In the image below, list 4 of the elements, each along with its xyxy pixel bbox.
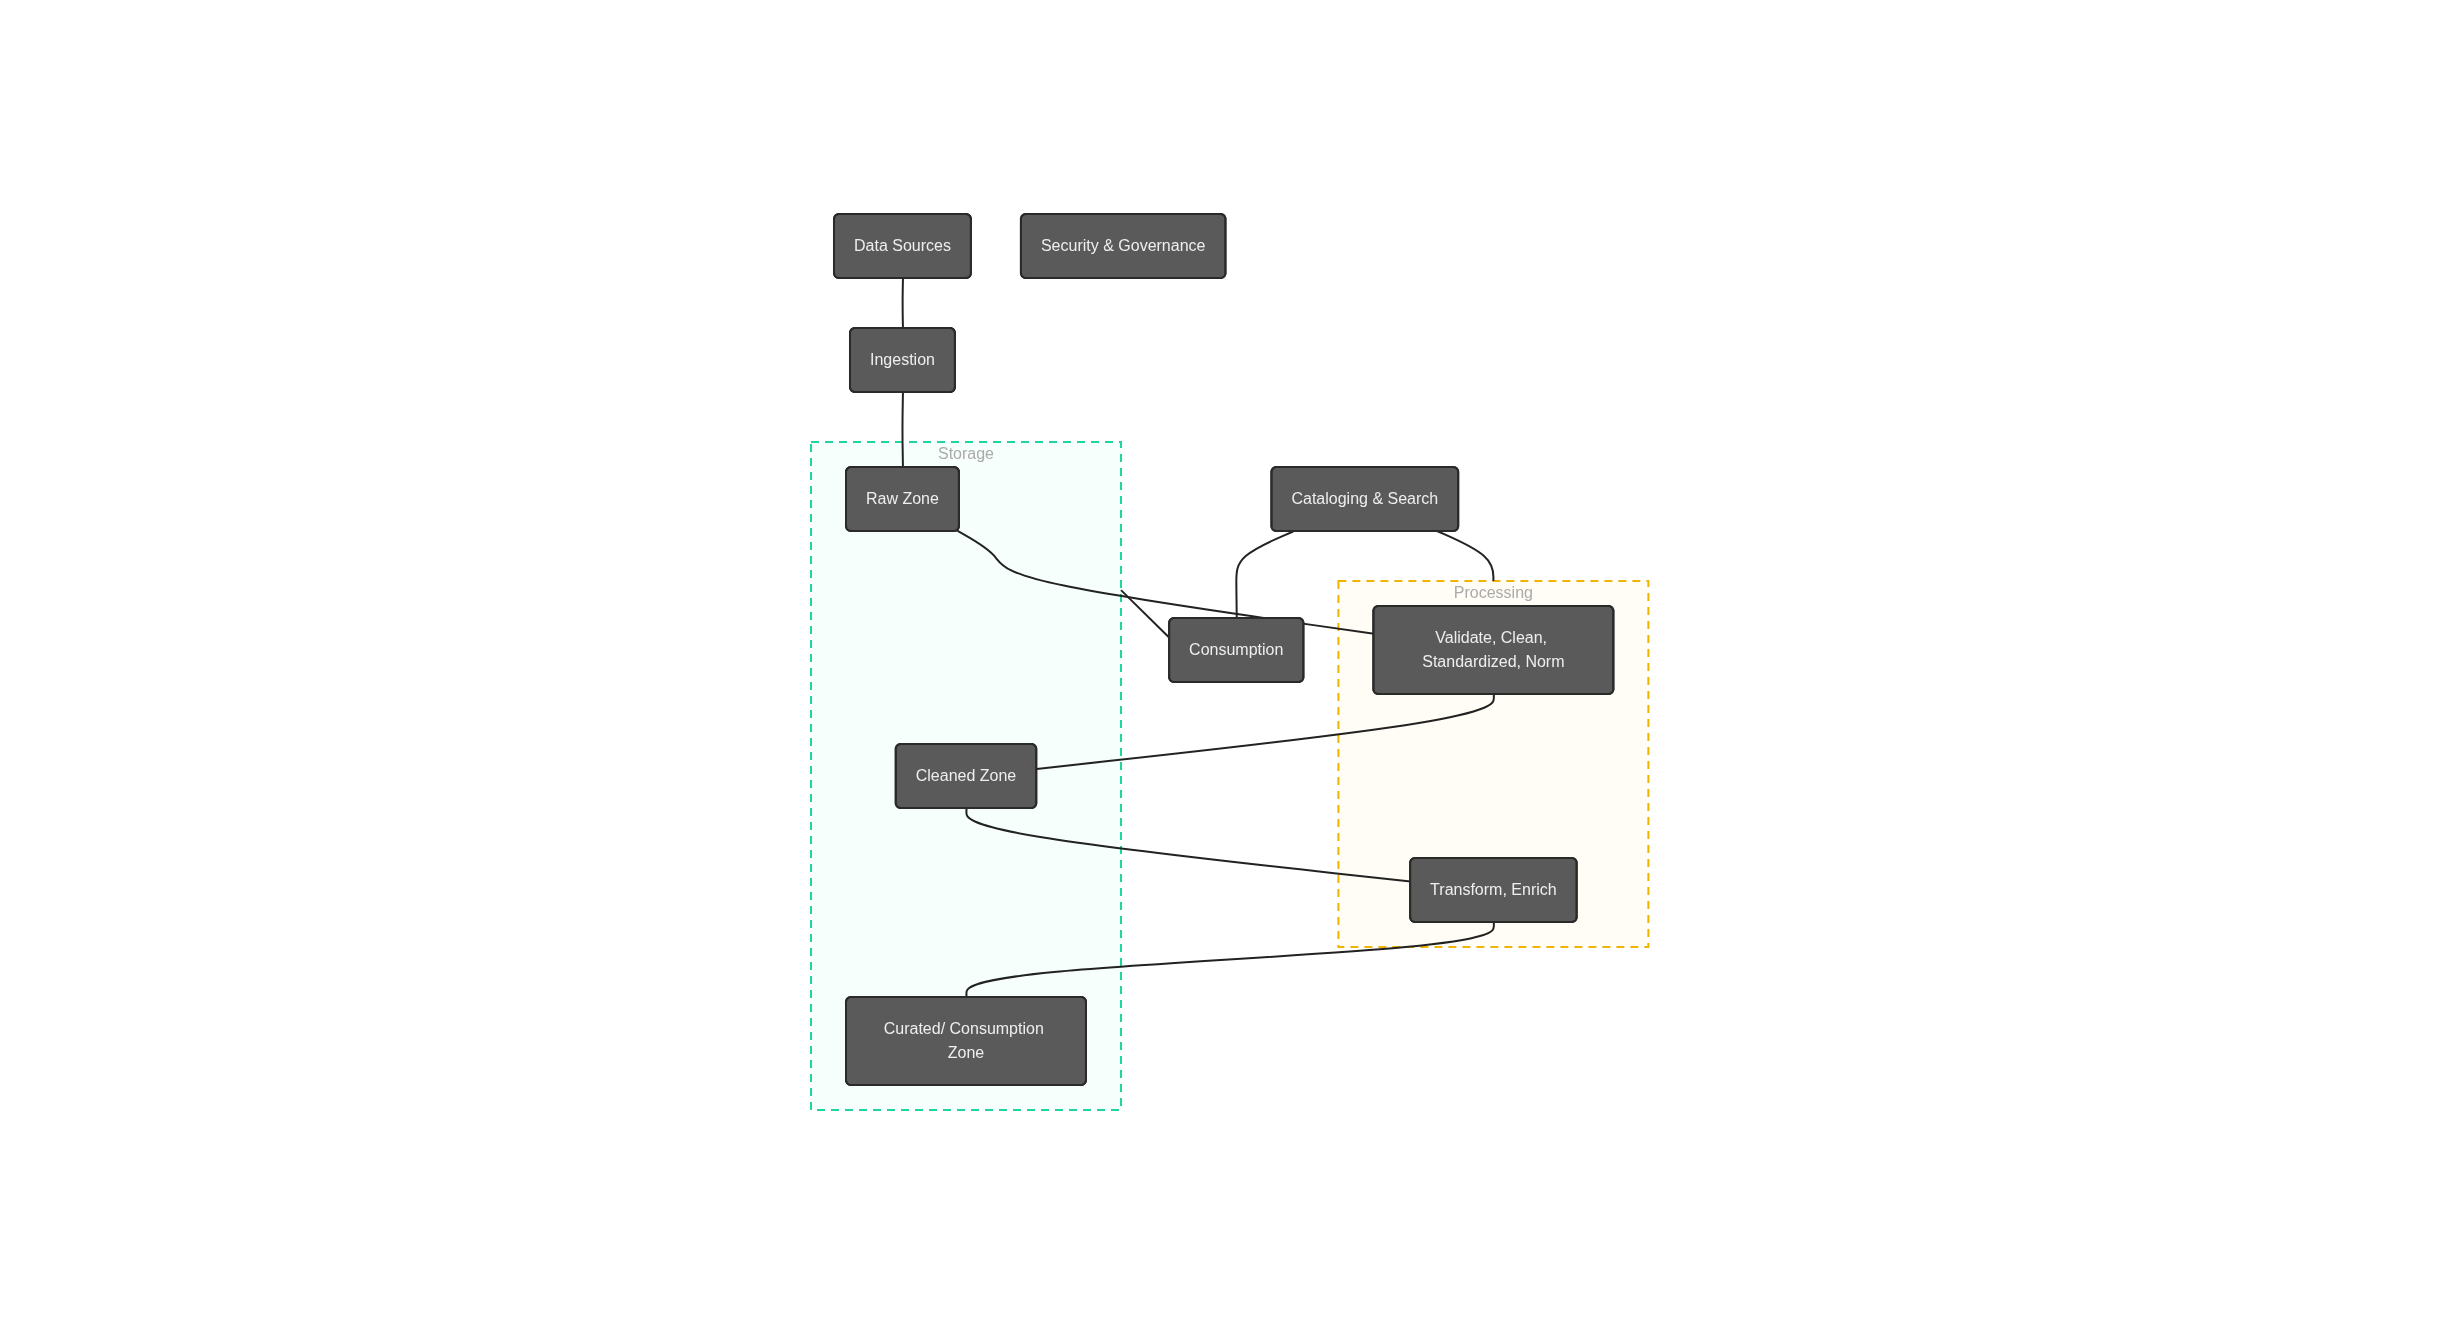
connector bbox=[1036, 693, 1496, 770]
connector bbox=[1436, 530, 1495, 582]
connector bbox=[901, 391, 905, 469]
connector bbox=[901, 277, 905, 330]
